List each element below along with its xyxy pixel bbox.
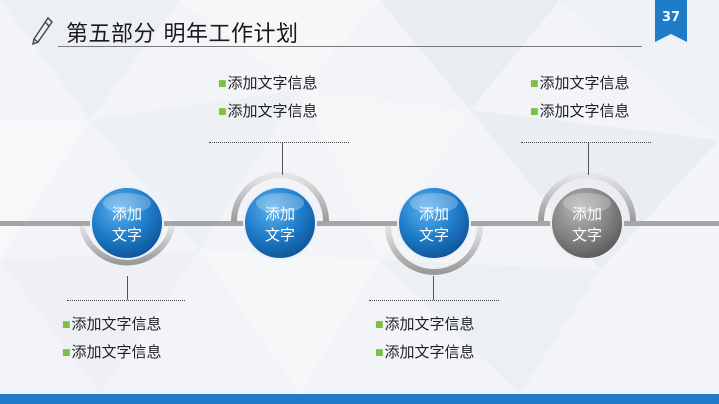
info-row: ■添加文字信息 — [375, 311, 475, 339]
info-text: 添加文字信息 — [71, 343, 162, 361]
node-2-line2: 文字 — [264, 226, 295, 244]
page-badge — [655, 0, 687, 42]
connector-top-right — [588, 143, 589, 175]
page-title: 第五部分 明年工作计划 — [66, 22, 299, 47]
footer-bar — [0, 394, 719, 404]
bullet-icon: ■ — [62, 348, 71, 358]
connector-top-left — [282, 143, 283, 175]
bullet-icon: ■ — [218, 79, 227, 89]
bullet-icon: ■ — [62, 320, 71, 330]
node-3-label: 添加 文字 — [402, 204, 466, 246]
bullet-icon: ■ — [375, 320, 384, 330]
bullet-icon: ■ — [218, 107, 227, 117]
connector-bottom-mid — [433, 276, 434, 300]
node-1-line1: 添加 — [111, 205, 142, 223]
connector-bottom-left — [127, 276, 128, 300]
info-top-right: ■添加文字信息 ■添加文字信息 — [530, 70, 630, 126]
dotted-rule-bottom-mid — [369, 300, 499, 301]
dotted-rule-top-left — [209, 142, 349, 143]
node-1-line2: 文字 — [111, 226, 142, 244]
info-text: 添加文字信息 — [539, 102, 630, 120]
info-row: ■添加文字信息 — [218, 98, 318, 126]
info-top-left: ■添加文字信息 ■添加文字信息 — [218, 70, 318, 126]
info-text: 添加文字信息 — [384, 315, 475, 333]
pencil-icon — [32, 16, 53, 46]
node-3-line2: 文字 — [418, 226, 449, 244]
node-2-line1: 添加 — [264, 205, 295, 223]
dotted-rule-bottom-left — [67, 300, 185, 301]
info-row: ■添加文字信息 — [530, 98, 630, 126]
info-row: ■添加文字信息 — [530, 70, 630, 98]
info-row: ■添加文字信息 — [218, 70, 318, 98]
dotted-rule-top-right — [521, 142, 651, 143]
bullet-icon: ■ — [530, 107, 539, 117]
node-3-line1: 添加 — [418, 205, 449, 223]
info-row: ■添加文字信息 — [375, 339, 475, 367]
bullet-icon: ■ — [375, 348, 384, 358]
node-4-line1: 添加 — [571, 205, 602, 223]
info-bottom-left: ■添加文字信息 ■添加文字信息 — [62, 311, 162, 367]
info-text: 添加文字信息 — [227, 74, 318, 92]
page-number: 37 — [661, 10, 681, 25]
info-text: 添加文字信息 — [71, 315, 162, 333]
info-text: 添加文字信息 — [384, 343, 475, 361]
info-bottom-mid: ■添加文字信息 ■添加文字信息 — [375, 311, 475, 367]
info-row: ■添加文字信息 — [62, 311, 162, 339]
info-text: 添加文字信息 — [227, 102, 318, 120]
bullet-icon: ■ — [530, 79, 539, 89]
node-4-line2: 文字 — [571, 226, 602, 244]
node-4-label: 添加 文字 — [555, 204, 619, 246]
node-1-label: 添加 文字 — [95, 204, 159, 246]
info-row: ■添加文字信息 — [62, 339, 162, 367]
info-text: 添加文字信息 — [539, 74, 630, 92]
node-2-label: 添加 文字 — [248, 204, 312, 246]
title-underline — [58, 46, 642, 47]
